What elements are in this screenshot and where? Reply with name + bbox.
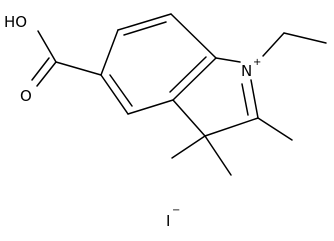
bond-c3-c3a (172, 99, 206, 137)
pyrrole-ring (172, 57, 259, 137)
nitrogen-label: N (241, 62, 252, 80)
bond-c5-c4 (100, 74, 129, 115)
double-bond-c3a-c7a (169, 56, 207, 93)
double-bond-c5-c4 (109, 74, 133, 107)
bond-ethyl-methyl (283, 32, 327, 44)
bond-n-c2 (250, 79, 259, 119)
hydroxyl-label: HO (4, 13, 27, 31)
bond-c2-methyl (257, 117, 293, 141)
iodide-label: I (166, 212, 170, 230)
bond-c3a-c7a (172, 57, 217, 101)
bond-c4-c3a (127, 99, 174, 115)
bond-n-ethyl (262, 32, 285, 57)
bond-c3-methyl-a (171, 135, 206, 159)
double-bond-c7-c6 (123, 21, 167, 36)
bond-c6-c5 (100, 29, 119, 76)
bond-carboxyl-o (36, 61, 57, 87)
bond-c7a-n (215, 57, 241, 63)
bond-c7a-c7 (170, 13, 217, 59)
double-bond-carboxyl-o (31, 57, 50, 81)
benzene-ring (100, 13, 217, 115)
bond-c2-c3 (204, 117, 259, 137)
nitrogen-charge: + (253, 57, 261, 68)
bond-c7-c6 (117, 13, 172, 31)
iodide-charge: − (172, 205, 180, 216)
bond-carboxyl-oh (37, 30, 57, 63)
bond-c3-methyl-b (204, 135, 232, 176)
substituents (31, 30, 327, 176)
carbonyl-oxygen-label: O (20, 87, 32, 105)
bond-c5-carboxyl (55, 61, 102, 76)
double-bond-n-c2 (241, 83, 249, 116)
